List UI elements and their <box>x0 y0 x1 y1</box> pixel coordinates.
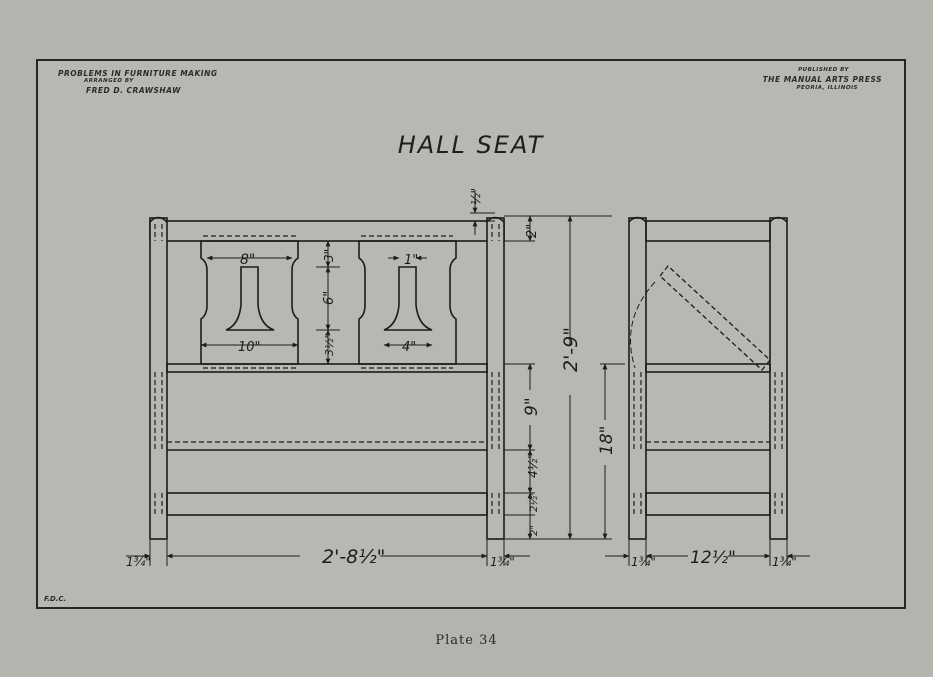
dimension-lines <box>126 190 810 566</box>
front-elevation <box>149 216 505 540</box>
side-seat <box>645 363 771 373</box>
arranged-by-label: Arranged by <box>84 78 134 84</box>
dim-foot-rail: 2" <box>529 525 540 536</box>
author-name: Fred D. Crawshaw <box>86 86 181 95</box>
side-back-post <box>769 217 788 540</box>
dim-lower-gap: 4½" <box>526 453 540 478</box>
drawing-title: Hall Seat <box>397 131 545 159</box>
dim-splat-width: 8" <box>240 252 255 268</box>
dim-right-post: 1¾" <box>490 555 515 569</box>
drawing-plate: Problems in Furniture Making Arranged by… <box>36 59 906 609</box>
dim-apron-height: 9" <box>522 397 542 416</box>
plate-caption: Plate 34 <box>435 633 498 648</box>
side-top-rail <box>645 220 771 242</box>
dim-lower-rail: 2½" <box>528 491 540 512</box>
dim-seat-height: 18" <box>597 426 617 455</box>
splat-cutout-left <box>225 266 275 331</box>
left-post-cap <box>149 216 168 223</box>
side-front-post <box>628 217 647 540</box>
dim-cutout-bottom: 3½" <box>323 333 336 356</box>
front-top-rail <box>149 220 505 242</box>
hinged-lid <box>659 265 771 371</box>
front-foot-rail <box>166 492 488 516</box>
dim-side-post-right: 1¾" <box>772 555 797 569</box>
lid-swing-arc <box>630 281 656 369</box>
dim-total-height: 2'-9" <box>560 327 582 372</box>
side-foot-rail <box>645 492 771 516</box>
dimension-labels: 2'-8½" 1¾" 1¾" 12½" 1¾" 1¾" 8" 10" 1" 4"… <box>126 188 797 569</box>
published-by-label: Published by <box>798 67 849 73</box>
dim-total-width: 2'-8½" <box>322 546 385 568</box>
dim-side-width: 12½" <box>690 548 736 568</box>
side-elevation <box>628 216 788 540</box>
dim-cutout-top: 3" <box>322 249 336 262</box>
splat-cutout-right <box>383 266 433 331</box>
dim-top-rail: 2" <box>525 224 540 238</box>
front-left-post <box>149 217 168 540</box>
dim-cutout-height: 6" <box>322 291 337 305</box>
dim-cutout-width: 1" <box>404 253 418 268</box>
back-splat-left <box>200 240 299 365</box>
dim-cutout-base: 4" <box>402 340 416 355</box>
publisher-location: Peoria, Illinois <box>796 85 858 91</box>
dim-left-post: 1¾" <box>126 555 151 569</box>
back-splat-right <box>358 240 457 365</box>
front-right-post <box>486 217 505 540</box>
dim-side-post-left: 1¾" <box>631 555 656 569</box>
draftsman-initials: F.D.C. <box>44 595 67 603</box>
dim-splat-base: 10" <box>238 340 261 355</box>
series-title: Problems in Furniture Making <box>58 69 218 78</box>
dim-cap-offset: ½" <box>469 188 483 205</box>
publisher-name: The Manual Arts Press <box>762 75 882 84</box>
